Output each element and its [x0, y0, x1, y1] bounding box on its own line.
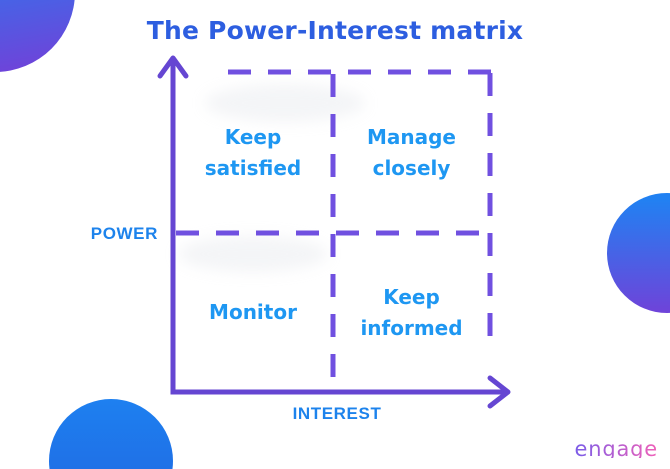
x-axis-arrow-icon: [487, 375, 511, 409]
oak-engage-logo: oak engage: [575, 422, 658, 458]
logo-line-oak: oak: [584, 419, 625, 443]
quadrant-keep-satisfied: Keep satisfied: [204, 124, 302, 180]
quadrant-monitor: Monitor: [209, 300, 297, 324]
quadrant-manage-closely: Manage closely: [366, 124, 456, 180]
power-axis-label: POWER: [90, 224, 158, 243]
background-smudge: [205, 84, 365, 122]
page-title: The Power-Interest matrix: [146, 16, 524, 45]
y-axis-arrow-icon: [157, 55, 189, 79]
quadrant-keep-informed: Keep informed: [360, 284, 463, 340]
background-smudge: [178, 236, 328, 272]
interest-axis-label: INTEREST: [292, 404, 382, 423]
